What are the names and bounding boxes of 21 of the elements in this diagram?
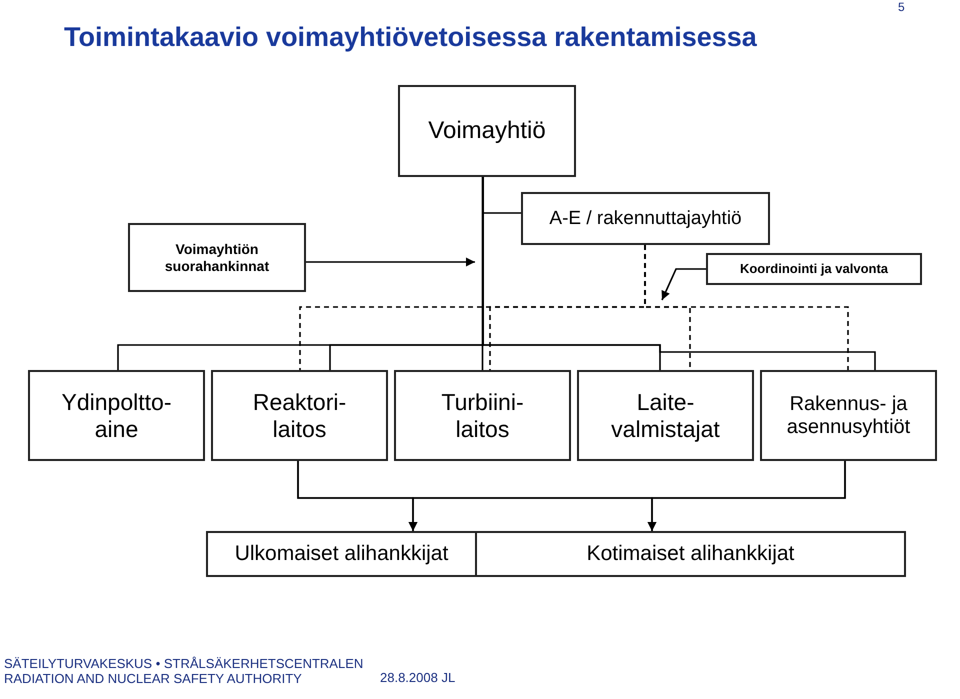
connector-line	[482, 177, 484, 370]
date-text: 28.8.2008 JL	[380, 670, 456, 685]
arrow	[306, 258, 475, 266]
org-box: Turbiini- laitos	[394, 370, 571, 461]
org-box: Koordinointi ja valvonta	[706, 253, 922, 285]
arrow	[648, 461, 846, 531]
arrow	[661, 268, 706, 300]
org-box: Laite- valmistajat	[577, 370, 754, 461]
org-box: Rakennus- ja asennusyhtiöt	[760, 370, 937, 461]
org-box: A-E / rakennuttajayhtiö	[521, 192, 770, 245]
org-box: Ulkomaiset alihankkijat	[206, 531, 477, 577]
diagram-title: Toimintakaavio voimayhtiövetoisessa rakentamisessa	[64, 22, 757, 53]
org-box: Voimayhtiö	[398, 85, 576, 177]
org-box: Ydinpoltto- aine	[28, 370, 205, 461]
org-box: Kotimaiset alihankkijat	[475, 531, 906, 577]
org-box: Voimayhtiön suorahankinnat	[128, 223, 306, 292]
footer-text: SÄTEILYTURVAKESKUS • STRÅLSÄKERHETSCENTRALEN	[4, 656, 364, 671]
org-box: Reaktori- laitos	[211, 370, 388, 461]
page-number: 5	[898, 0, 905, 14]
dashed-connector	[644, 245, 849, 370]
footer-text: RADIATION AND NUCLEAR SAFETY AUTHORITY	[4, 671, 302, 686]
